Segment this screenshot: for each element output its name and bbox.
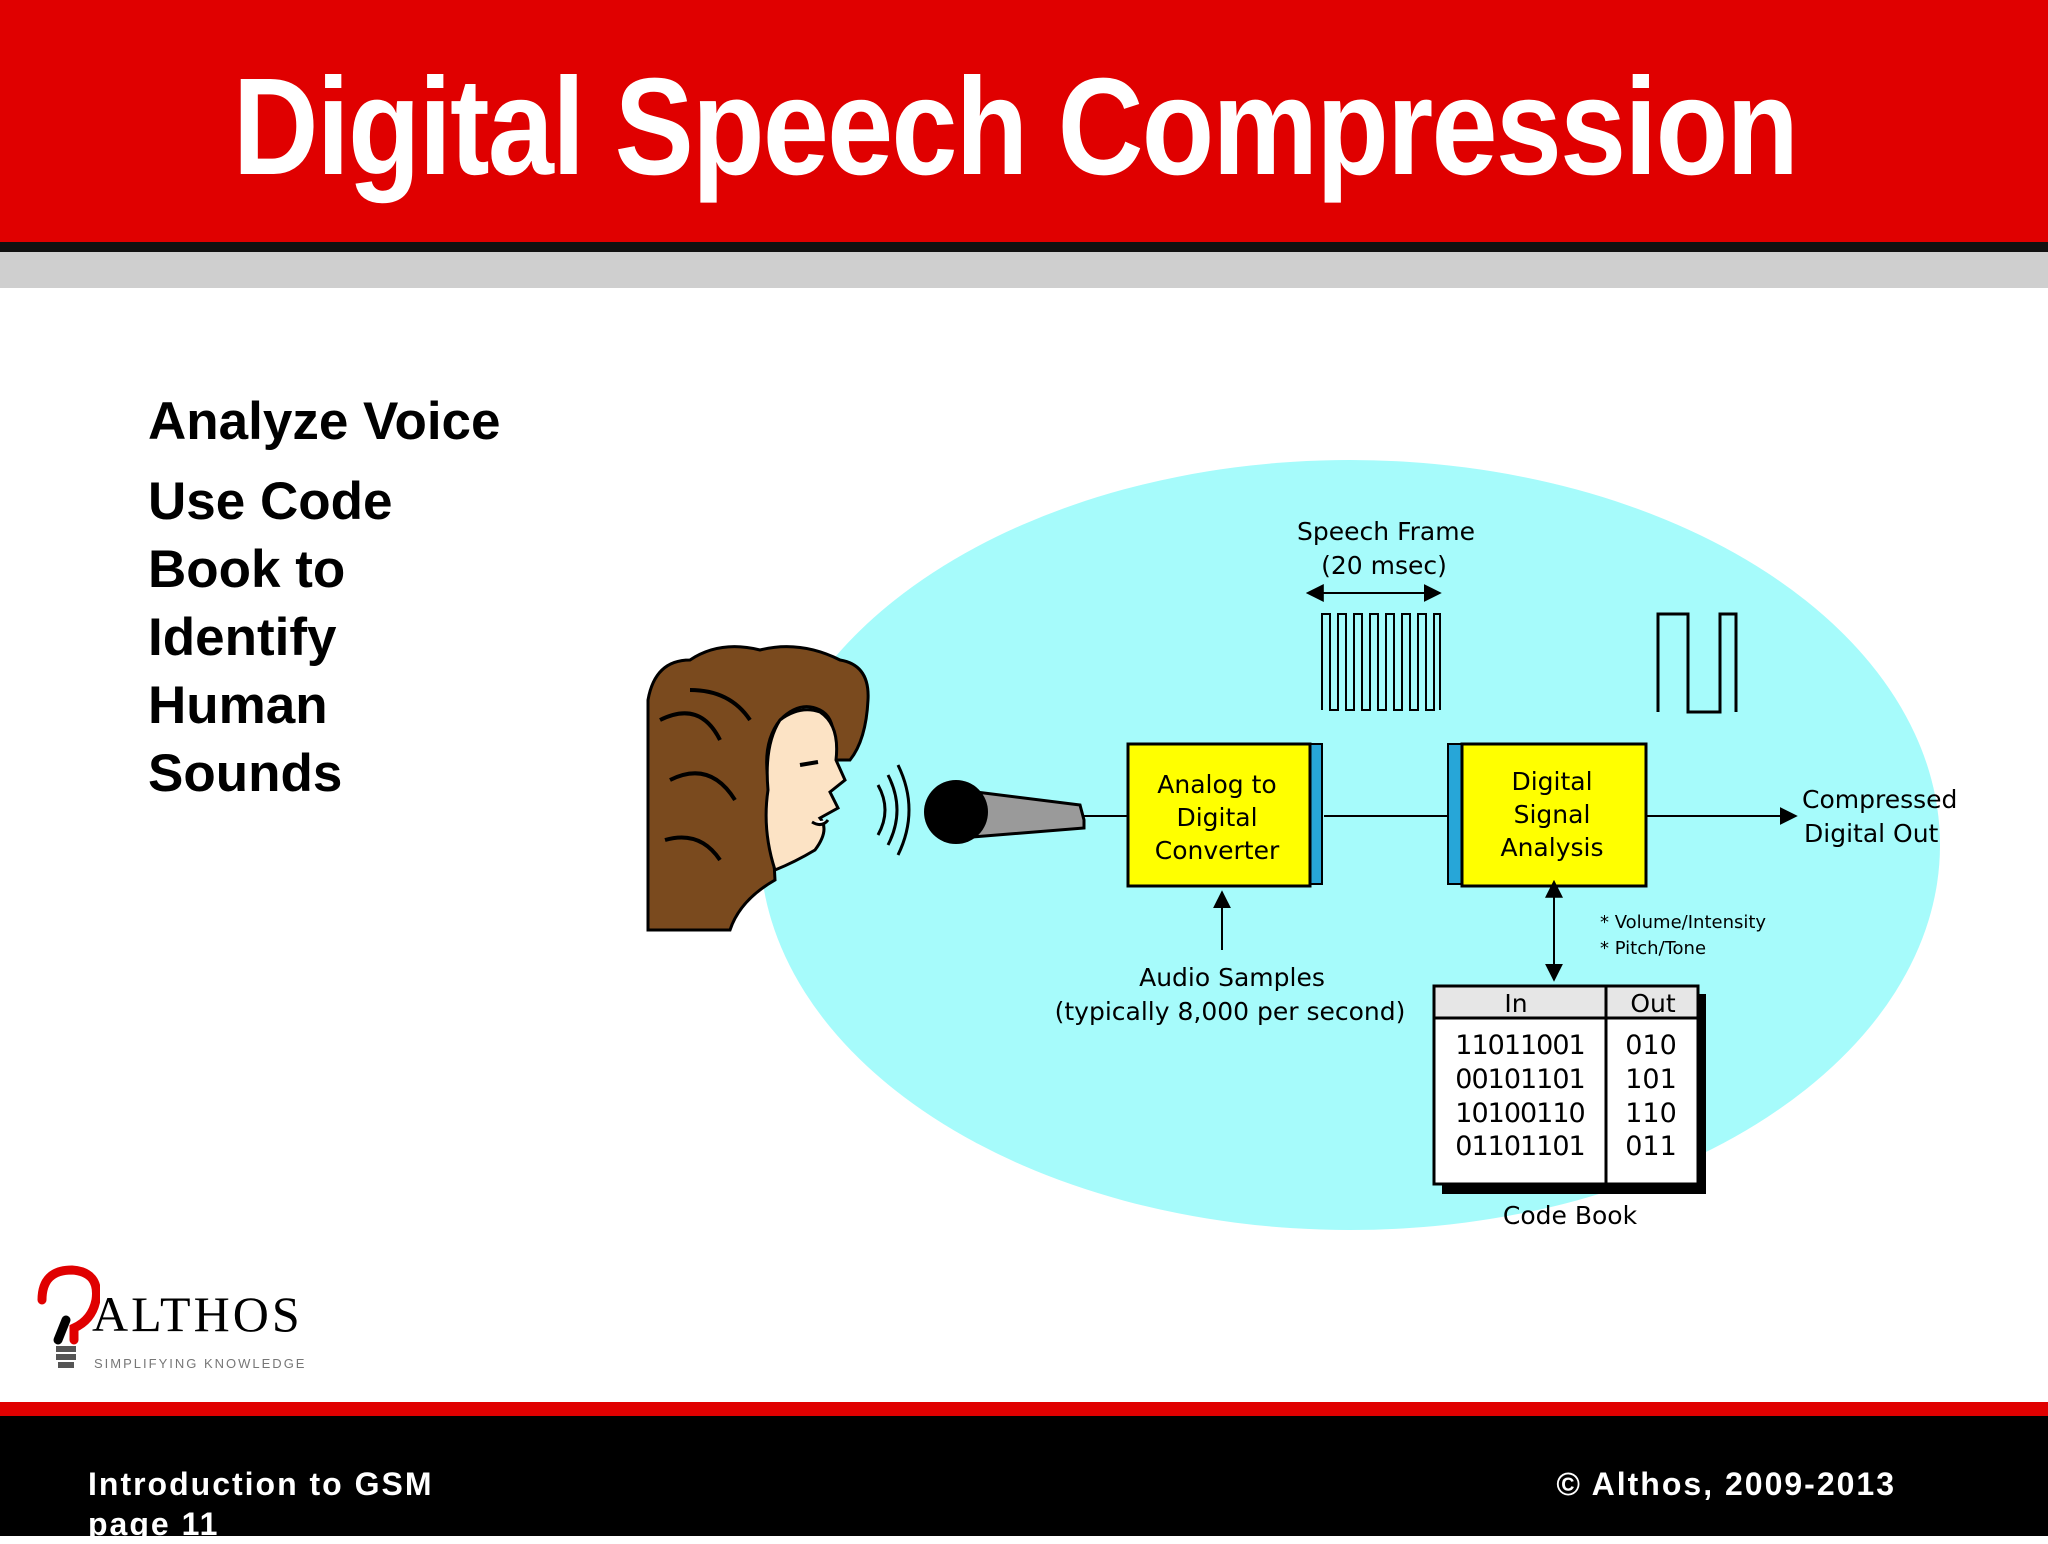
analysis-param-volume: * Volume/Intensity xyxy=(1600,912,1766,933)
slide-title: Digital Speech Compression xyxy=(232,50,1799,204)
footer-accent-bar xyxy=(0,1402,2048,1416)
microphone-icon xyxy=(924,780,1086,844)
footer-bar: Introduction to GSM page 11 © Althos, 20… xyxy=(0,1416,2048,1542)
footer-course: Introduction to GSM xyxy=(88,1466,434,1502)
dense-pulse-waveform xyxy=(1321,613,1441,711)
speech-frame-duration: (20 msec) xyxy=(1321,551,1447,580)
dsa-label-line2: Signal xyxy=(1514,800,1591,829)
dsa-label-line1: Digital xyxy=(1511,767,1592,796)
adc-label-line1: Analog to xyxy=(1157,770,1276,799)
logo-tagline: SIMPLIFYING KNOWLEDGE xyxy=(94,1356,307,1371)
lightbulb-question-icon xyxy=(37,1265,100,1368)
code-book-out-3: 110 xyxy=(1625,1098,1677,1129)
bullet-list: Analyze Voice Use Code Book to Identify … xyxy=(148,388,508,820)
code-book-in-1: 11011001 xyxy=(1455,1030,1584,1061)
speaker-face-icon xyxy=(646,645,870,932)
code-book-out-1: 010 xyxy=(1625,1030,1677,1061)
footer-course-info: Introduction to GSM page 11 xyxy=(88,1464,434,1544)
title-bar-shadow xyxy=(0,252,2048,288)
analysis-param-pitch: * Pitch/Tone xyxy=(1600,938,1706,959)
code-book-in-4: 01101101 xyxy=(1455,1131,1584,1162)
code-book-caption: Code Book xyxy=(1503,1201,1638,1230)
bullet-use-code-book: Use Code Book to Identify Human Sounds xyxy=(148,472,393,803)
code-book-in-3: 10100110 xyxy=(1455,1098,1584,1129)
code-book-out-2: 101 xyxy=(1625,1064,1677,1095)
audio-samples-label-line1: Audio Samples xyxy=(1139,963,1325,992)
althos-logo: ALTHOS SIMPLIFYING KNOWLEDGE xyxy=(30,1262,350,1382)
adc-box xyxy=(1126,742,1323,888)
footer-copyright: © Althos, 2009-2013 xyxy=(1556,1466,1896,1502)
code-book-header-out: Out xyxy=(1630,989,1676,1018)
audio-samples-label-line2: (typically 8,000 per second) xyxy=(1055,997,1406,1026)
code-book-in-2: 00101101 xyxy=(1455,1064,1584,1095)
dsa-label-line3: Analysis xyxy=(1500,833,1603,862)
logo-name: ALTHOS xyxy=(92,1286,303,1342)
title-bar: Digital Speech Compression xyxy=(0,0,2048,252)
sound-waves-icon xyxy=(876,764,911,856)
code-book-header-in: In xyxy=(1504,989,1527,1018)
sparse-pulse-waveform xyxy=(1656,612,1738,714)
output-label-line2: Digital Out xyxy=(1804,819,1939,848)
speech-frame-label: Speech Frame xyxy=(1297,517,1475,546)
bullet-analyze-voice: Analyze Voice xyxy=(148,392,501,451)
adc-label-line3: Converter xyxy=(1155,836,1280,865)
code-book-out-4: 011 xyxy=(1625,1131,1677,1162)
code-book-table xyxy=(1432,984,1706,1194)
output-label-line1: Compressed xyxy=(1802,785,1957,814)
footer-page-number: page 11 xyxy=(88,1506,220,1542)
adc-label-line2: Digital xyxy=(1176,803,1257,832)
